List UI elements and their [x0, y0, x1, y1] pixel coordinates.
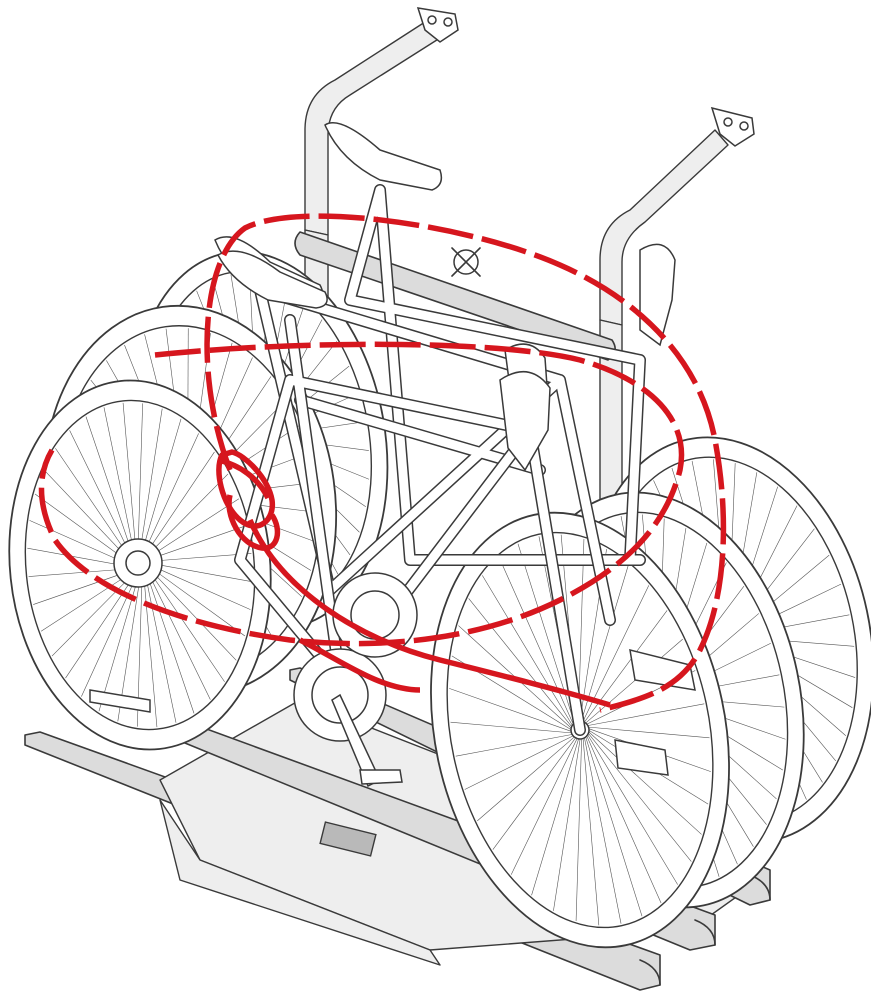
cable-outer-loop [204, 213, 727, 713]
rail-end-cap-1 [639, 959, 661, 986]
back-bicycle-frame [324, 122, 676, 566]
rear-hub [113, 538, 163, 588]
back-saddle [324, 122, 443, 191]
number-plate-bracket [319, 821, 377, 857]
front-saddle [217, 250, 328, 309]
rack-mount-icon [710, 106, 755, 147]
front-bicycle-frame [217, 250, 586, 788]
back-chainring [332, 572, 418, 658]
cable-inner-loop [38, 341, 685, 647]
padlock-icon [216, 449, 281, 551]
front-handlebar [499, 371, 551, 472]
right-upright [599, 129, 729, 326]
lock-cable-icon [38, 213, 727, 713]
bicycle-frames [89, 122, 696, 788]
platform-lower [159, 799, 441, 966]
rack-mount-icon [416, 7, 459, 43]
top-crossbar [294, 231, 616, 361]
rail-end-cap-2 [694, 919, 716, 946]
cable-tail [247, 518, 611, 708]
frame-clamp-knob [451, 247, 481, 277]
